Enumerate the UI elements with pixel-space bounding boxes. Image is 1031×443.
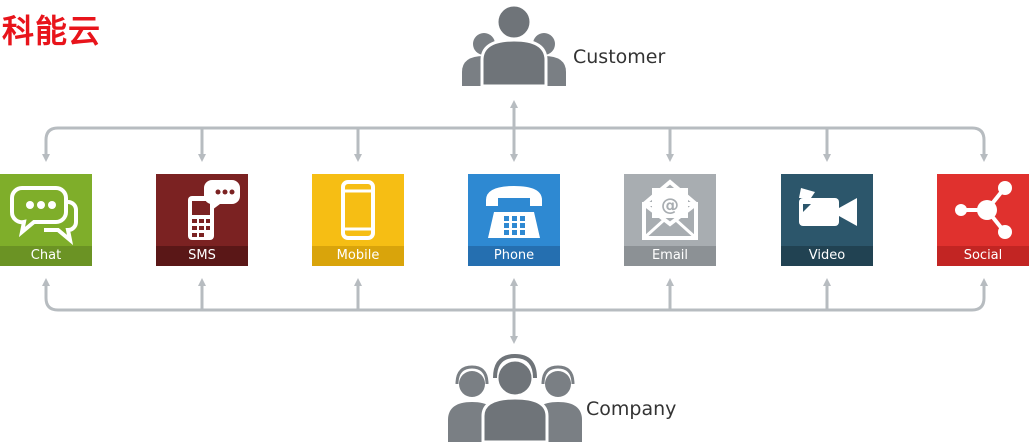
sms-phone-icon xyxy=(188,180,240,240)
chat-bubbles-icon xyxy=(10,186,78,246)
channel-email-label: Email xyxy=(624,246,716,266)
company-label: Company xyxy=(586,398,677,420)
brand-logo-text: 科能云 xyxy=(2,12,102,50)
channel-phone[interactable]: Phone xyxy=(468,174,560,266)
channel-mobile[interactable]: Mobile xyxy=(312,174,404,266)
video-camera-icon xyxy=(799,188,857,226)
social-share-icon xyxy=(955,181,1012,239)
channel-email[interactable]: @ Email xyxy=(624,174,716,266)
channel-sms[interactable]: SMS xyxy=(156,174,248,266)
svg-text:@: @ xyxy=(661,195,679,216)
channel-chat-label: Chat xyxy=(0,246,92,266)
customer-group-icon xyxy=(462,3,566,86)
channel-social[interactable]: Social xyxy=(937,174,1029,266)
channel-social-label: Social xyxy=(937,246,1029,266)
channel-mobile-label: Mobile xyxy=(312,246,404,266)
email-envelope-icon: @ xyxy=(642,179,698,240)
mobile-phone-icon xyxy=(341,180,375,240)
agent-headset-group-icon xyxy=(448,354,582,442)
channel-phone-label: Phone xyxy=(468,246,560,266)
channel-sms-label: SMS xyxy=(156,246,248,266)
channel-video-label: Video xyxy=(781,246,873,266)
channel-chat[interactable]: Chat xyxy=(0,174,92,266)
telephone-icon xyxy=(486,186,542,238)
channel-video[interactable]: Video xyxy=(781,174,873,266)
customer-label: Customer xyxy=(573,46,666,68)
